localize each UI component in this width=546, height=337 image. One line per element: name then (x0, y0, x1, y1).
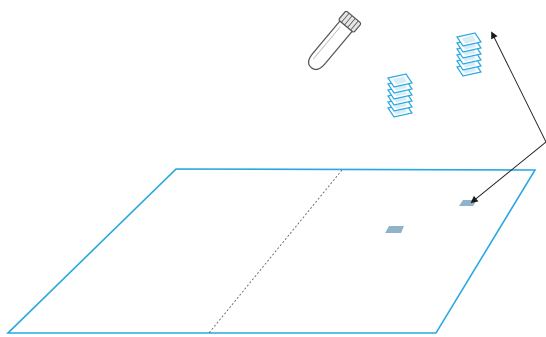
tissue-fragment-center (385, 226, 404, 233)
section-layer-tissue (393, 76, 407, 85)
section-layer-tissue (462, 35, 476, 44)
specimen-sheet (6, 168, 537, 334)
centrifuge-tube-icon (308, 10, 362, 71)
pointer-arrow (470, 31, 546, 204)
fold-line (208, 169, 343, 334)
section-stack-icon-right (456, 32, 482, 77)
section-stack-icon-left (387, 73, 413, 118)
